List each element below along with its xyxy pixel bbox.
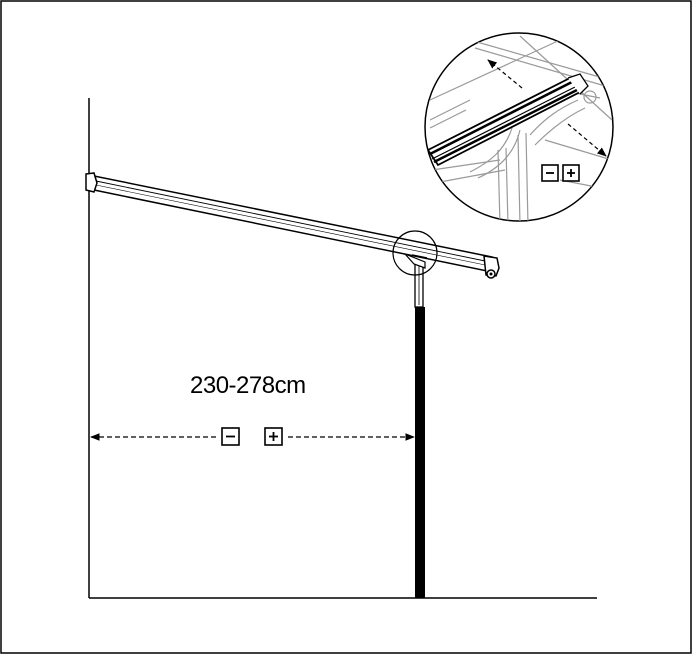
minus-box-icon: [541, 164, 559, 182]
minus-box-icon: [221, 427, 240, 446]
plus-box-icon: [562, 164, 580, 182]
plus-box-icon: [264, 427, 283, 446]
detail-beam: [426, 73, 589, 167]
inclined-beam: [93, 175, 493, 273]
beam-end-cap: [483, 255, 500, 279]
dimension-label: 230-278cm: [190, 372, 306, 399]
wall-bracket: [85, 172, 98, 193]
arrow-icon: [487, 59, 523, 89]
detail-callout-circle: [392, 230, 438, 276]
support-post: [404, 253, 428, 598]
detail-inset: [424, 32, 614, 222]
arrow-icon: [567, 123, 607, 157]
